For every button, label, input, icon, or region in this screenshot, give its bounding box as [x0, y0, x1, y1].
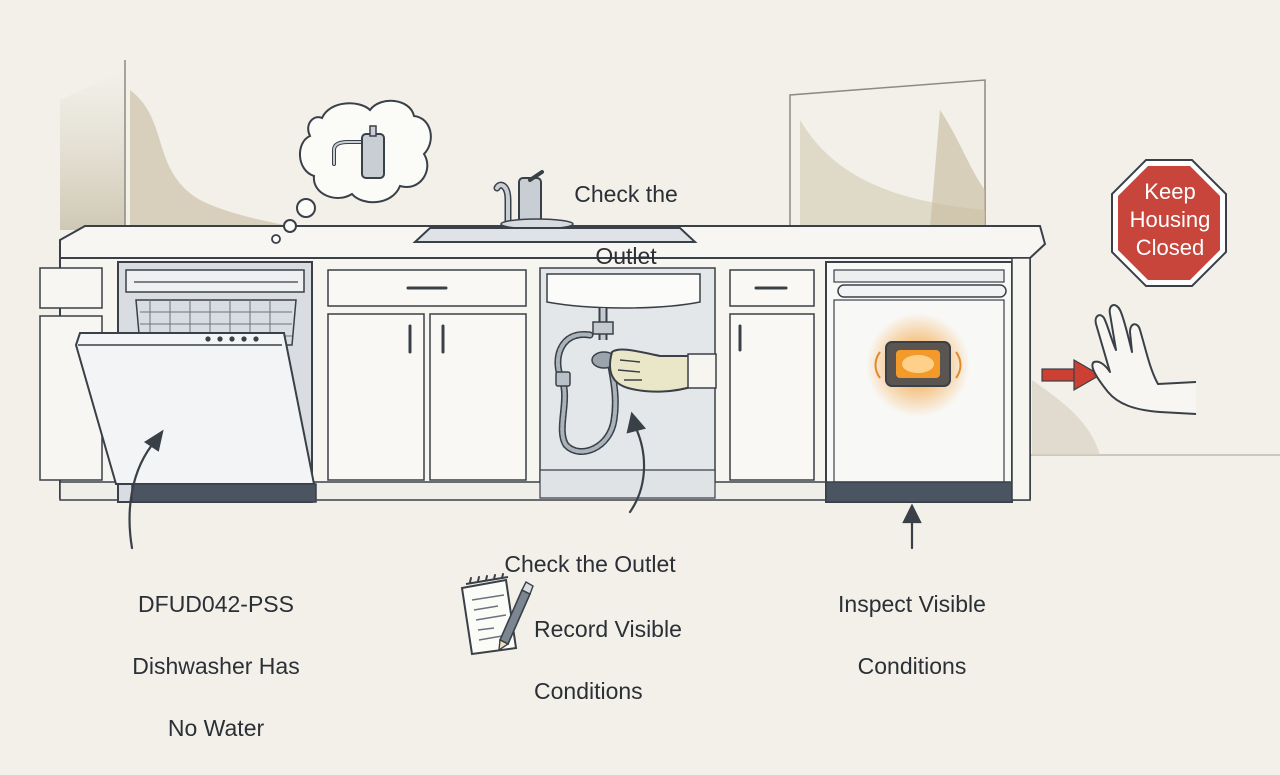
arrow-head-open-dishwasher	[143, 429, 164, 452]
arrow-to-supply-hose	[628, 422, 646, 514]
gloved-hand-icon	[609, 348, 717, 393]
red-arrow-icon	[1041, 358, 1102, 392]
dishwasher-title-label: DFUD042-PSS Dishwasher Has No Water	[132, 591, 300, 741]
arrow-to-open-dishwasher	[128, 438, 158, 550]
closed-dishwasher	[825, 261, 1013, 503]
sink-basin	[412, 227, 698, 243]
notepad-pencil-icon	[460, 573, 534, 656]
faucet-thought-cloud-icon	[271, 99, 432, 244]
stop-sign-text: Keep Housing Closed	[1129, 179, 1211, 260]
stop-sign-icon	[1111, 159, 1227, 287]
pointer-arrows	[128, 411, 922, 550]
arrow-head-supply-hose	[626, 411, 646, 434]
open-dishwasher	[74, 261, 317, 503]
check-outlet-bottom-label: Check the Outlet	[504, 551, 676, 577]
dishwasher-troubleshooting-diagram: Check the Outlet Check the Outlet DFUD04…	[39, 60, 1280, 741]
kitchen-scene	[39, 60, 1280, 656]
stop-hand-icon	[1091, 304, 1197, 415]
record-conditions-label: Record Visible Conditions	[534, 616, 682, 704]
end-panel	[1011, 257, 1031, 501]
arrow-head-closed-dishwasher	[902, 503, 922, 524]
kitchen-faucet	[493, 170, 574, 230]
warning-light-icon	[866, 313, 970, 417]
check-outlet-top-label: Check the Outlet	[574, 181, 678, 269]
inspect-conditions-label: Inspect Visible Conditions	[838, 591, 986, 679]
water-supply-hose	[554, 308, 619, 455]
